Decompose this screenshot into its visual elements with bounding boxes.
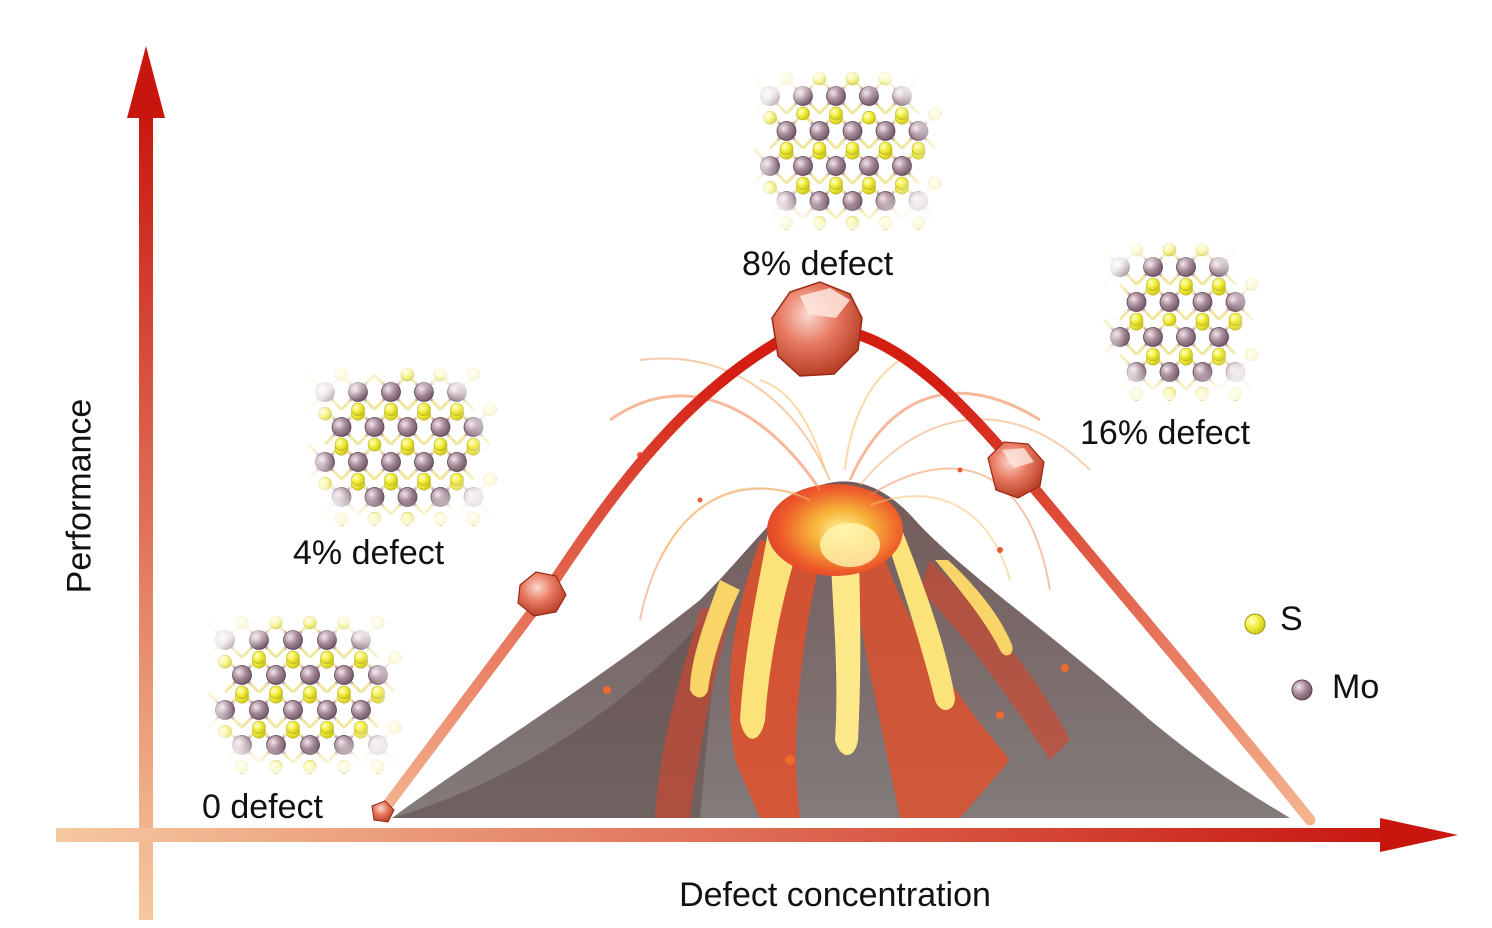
lattice-4-defect — [301, 364, 497, 526]
x-axis — [56, 818, 1458, 852]
lattice-fade — [1096, 239, 1259, 400]
lattice-0-defect — [201, 612, 402, 774]
legend-s-marker — [1244, 613, 1266, 635]
legend-mo-marker — [1291, 679, 1313, 701]
rock-4-defect-icon — [517, 571, 567, 617]
lattice-16-defect — [1096, 239, 1259, 401]
lattice-fade — [746, 68, 942, 229]
x-axis-label: Defect concentration — [679, 876, 991, 914]
lattice-8-defect — [746, 68, 942, 230]
rock-0-defect-icon — [371, 800, 395, 823]
x-axis-arrow-icon — [1380, 818, 1458, 852]
lattice-fade — [301, 364, 497, 525]
state-label-4-defect: 4% defect — [293, 534, 445, 572]
volcano-illustration — [392, 357, 1290, 818]
state-label-0-defect: 0 defect — [202, 788, 323, 826]
y-axis-label: Performance — [60, 398, 99, 594]
y-axis-arrow-icon — [127, 46, 165, 118]
state-label-8-defect: 8% defect — [742, 245, 894, 283]
y-axis — [127, 46, 165, 920]
rock-16-defect-icon — [987, 441, 1045, 499]
legend-s-label: S — [1280, 600, 1303, 638]
state-label-16-defect: 16% defect — [1080, 414, 1251, 452]
rock-8-defect-icon — [771, 281, 863, 377]
legend-mo-label: Mo — [1332, 668, 1380, 706]
lattice-fade — [201, 612, 402, 773]
